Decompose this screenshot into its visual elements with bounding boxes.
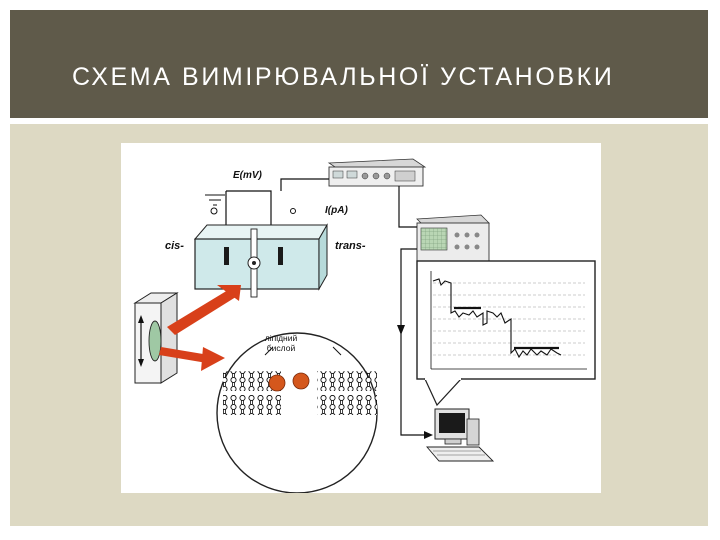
computer-icon xyxy=(426,408,495,462)
bilayer-label-line2: бислой xyxy=(267,343,296,353)
bilayer-label-line1: ліпідний xyxy=(265,333,298,343)
zoom-arrows xyxy=(159,285,241,371)
membrane-holder-icon xyxy=(133,292,179,384)
measurement-chamber-icon xyxy=(193,223,328,298)
voltage-label: E(mV) xyxy=(233,170,263,181)
slide-title: СХЕМА ВИМІРЮВАЛЬНОЇ УСТАНОВКИ xyxy=(72,63,615,91)
electrode-ground-icon xyxy=(205,194,296,215)
measurement-setup-diagram: E(mV) I(pA) cis- trans- ліпідний бислой xyxy=(121,143,601,493)
oscilloscope-icon xyxy=(416,214,490,262)
cis-label: cis- xyxy=(165,240,184,252)
title-bar: СХЕМА ВИМІРЮВАЛЬНОЇ УСТАНОВКИ xyxy=(10,10,708,118)
current-recording-chart xyxy=(416,260,596,407)
current-label: I(pA) xyxy=(325,205,348,216)
lipid-bilayer-icon xyxy=(216,332,378,493)
amplifier-device-icon xyxy=(327,158,427,187)
trans-label: trans- xyxy=(335,240,366,252)
